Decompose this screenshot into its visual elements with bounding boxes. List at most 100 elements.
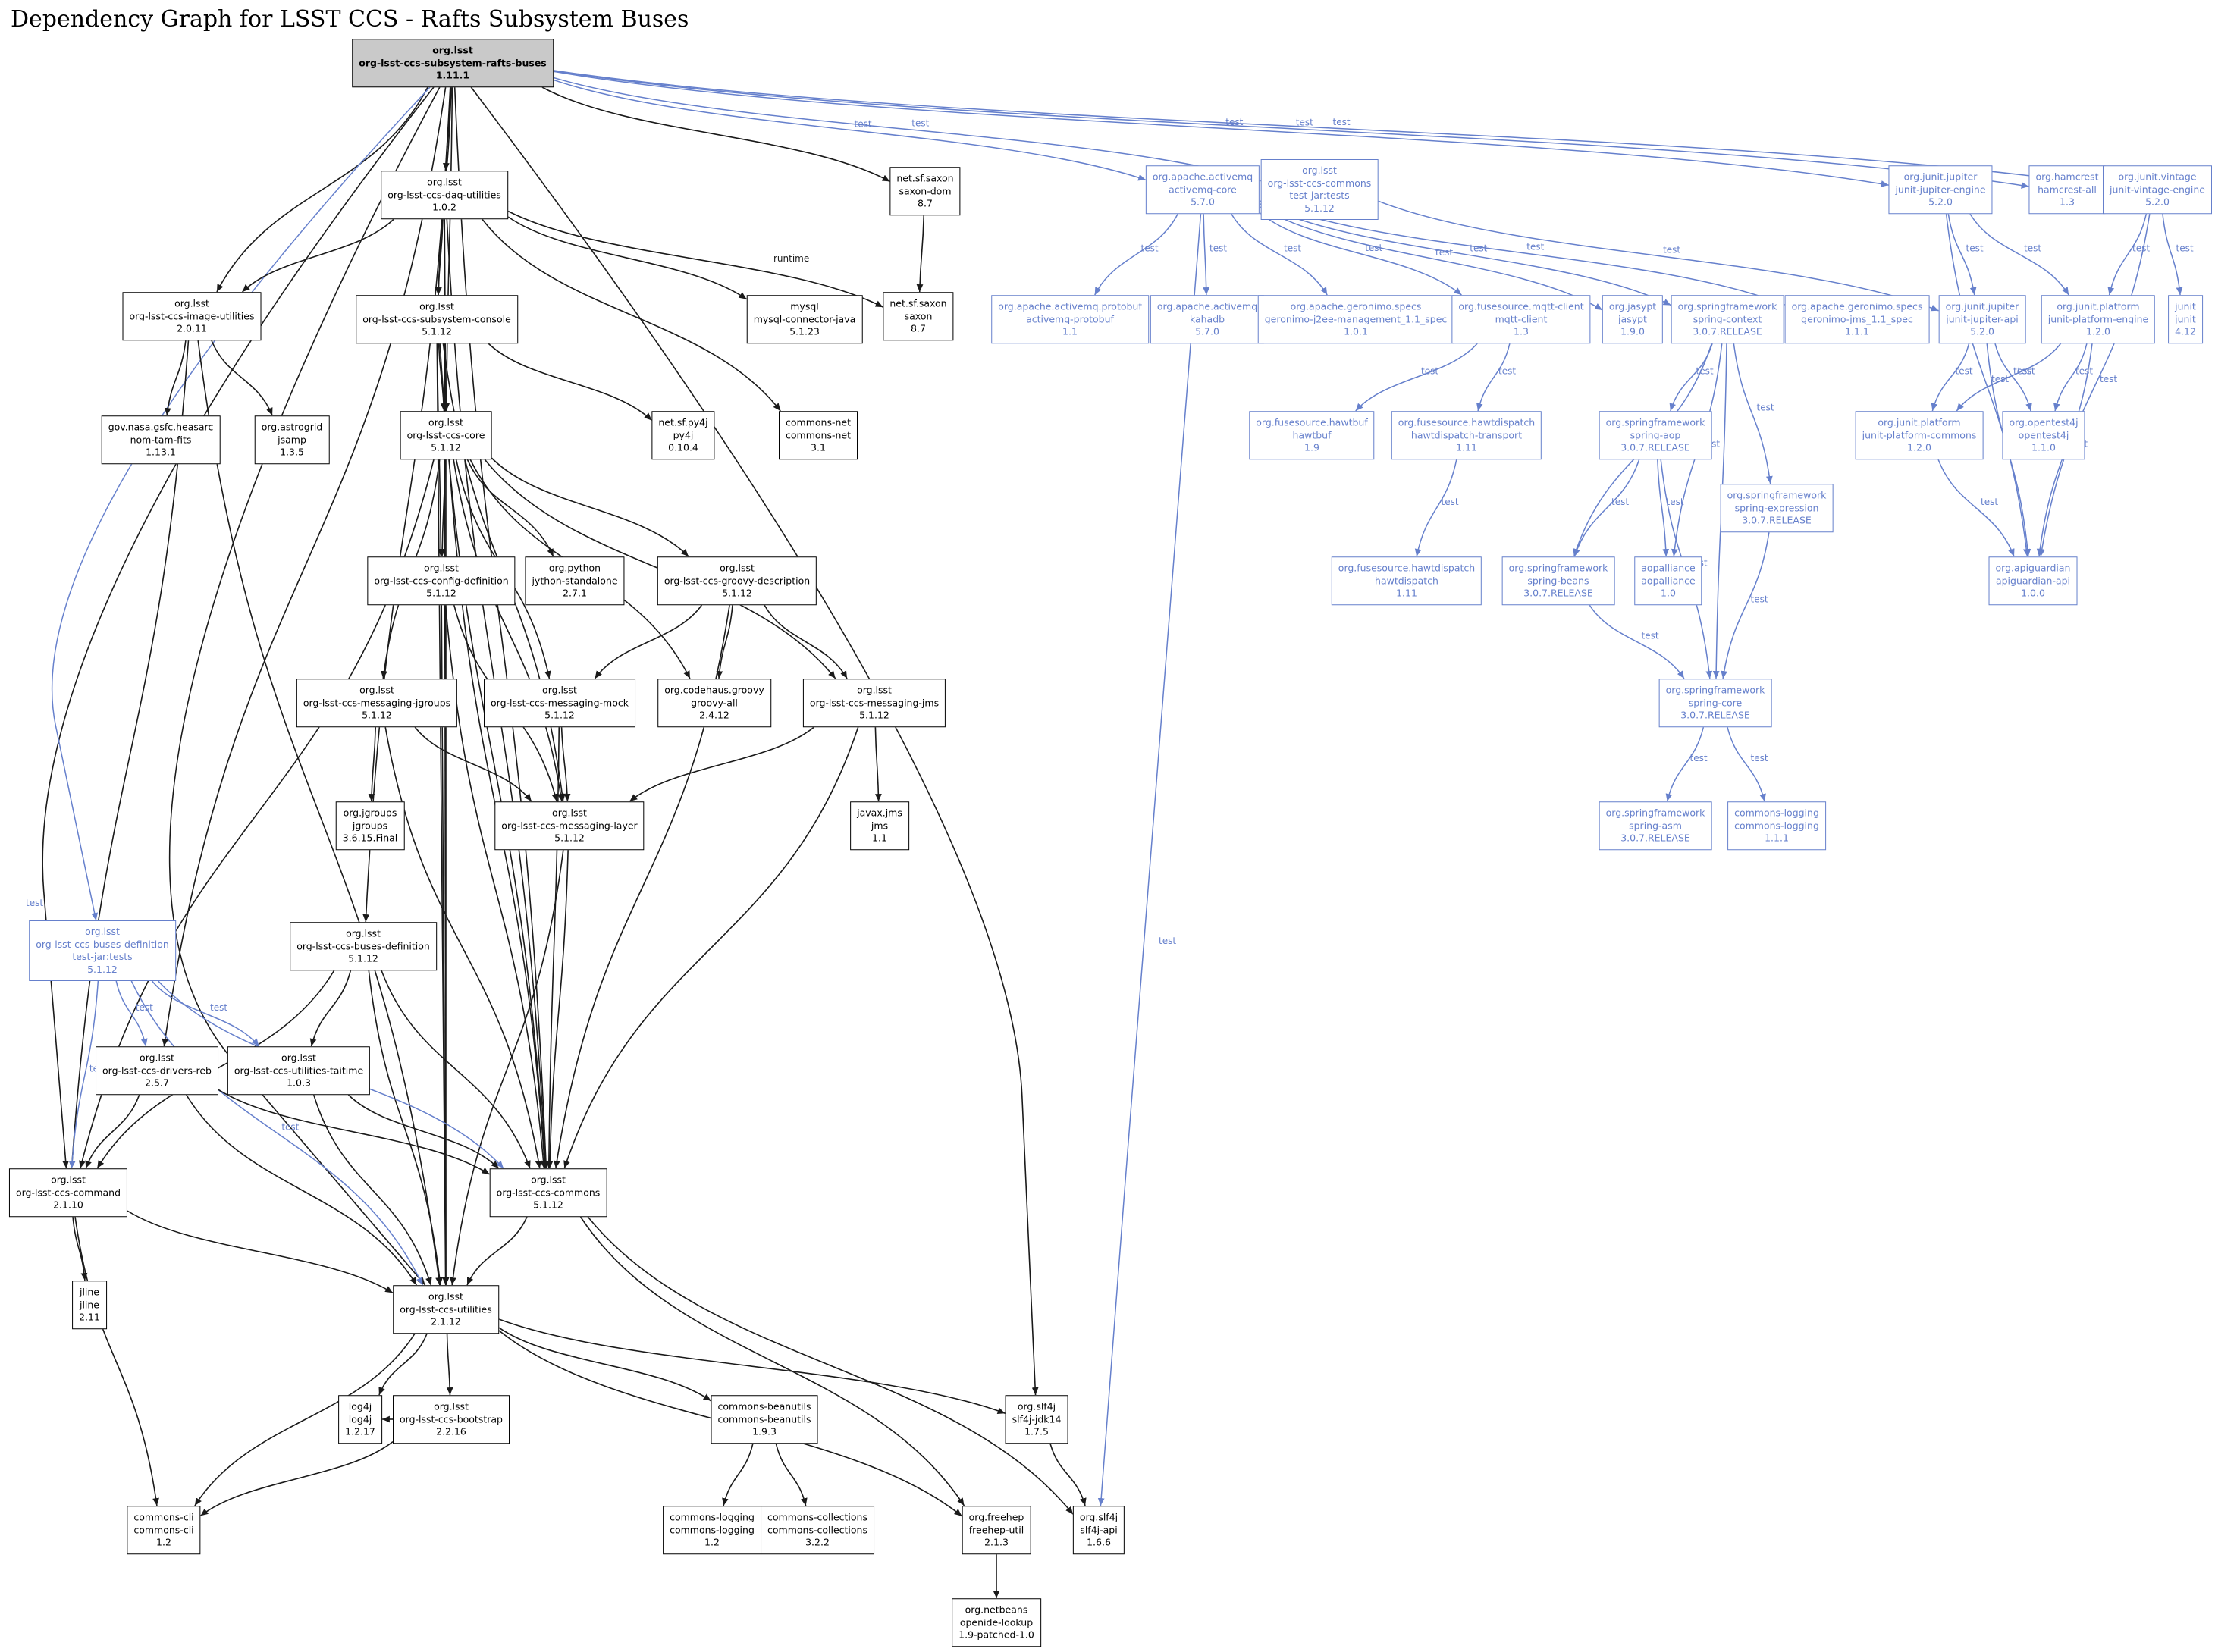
node-label-line: 1.2: [704, 1536, 720, 1548]
node-label-line: 8.7: [911, 322, 926, 334]
edge-amqcore-jasypt: [1259, 205, 1603, 311]
node-label-line: jms: [871, 819, 889, 831]
node-label-line: net.sf.saxon: [889, 297, 947, 309]
edge-label-jje-jpe: test: [2024, 243, 2041, 254]
node-label-line: org.slf4j: [1017, 1400, 1056, 1412]
node-label-line: org.lsst: [419, 300, 454, 312]
node-label-line: org.fusesource.hawtdispatch: [1338, 562, 1476, 574]
edge-mqtt-hdtransport: [1476, 343, 1511, 412]
node-label-line: 5.1.12: [348, 952, 378, 964]
node-label-line: org-lsst-ccs-groovy-description: [664, 574, 811, 586]
node-label-line: org.fusesource.mqtt-client: [1458, 300, 1584, 312]
node-label-line: junit: [2175, 312, 2196, 324]
edge-mmock-mlayer: [560, 726, 571, 802]
node-label-line: 1.0.3: [287, 1077, 311, 1089]
edge-imgutil-utilities: [197, 340, 442, 1286]
edge-command-cli: [74, 1216, 159, 1506]
edge-label-springbeans-springcore: test: [1642, 631, 1659, 641]
node-label-line: 1.2.17: [345, 1425, 375, 1437]
edge-groovydesc-groovyall: [716, 604, 733, 679]
node-label-line: net.sf.py4j: [658, 416, 708, 428]
node-label-line: opentest4j: [2018, 428, 2069, 440]
node-label-line: org.apache.geronimo.specs: [1290, 300, 1422, 312]
edge-utilities-beanutils: [498, 1327, 711, 1402]
edge-rafts-reb: [162, 86, 447, 1047]
edge-springcore-springasm: [1665, 726, 1705, 802]
node-label-line: 1.9: [1304, 441, 1319, 453]
node-label-line: org-lsst-ccs-drivers-reb: [102, 1064, 212, 1076]
node-label-line: org.netbeans: [965, 1603, 1028, 1616]
node-label-line: 2.1.12: [431, 1315, 461, 1328]
node-label-line: 8.7: [918, 197, 933, 209]
node-label-line: org-lsst-ccs-subsystem-console: [362, 312, 511, 324]
node-label-line: 5.7.0: [1191, 196, 1215, 208]
edge-imgutil-jsamp: [211, 340, 273, 416]
node-label-line: commons-logging: [670, 1523, 755, 1535]
edge-amqcore-amqproto: [1094, 213, 1178, 296]
edge-saxondom-saxon: [916, 215, 925, 293]
edge-label-busdeftest-taitime: test: [210, 1002, 227, 1013]
edge-label-jpc-apiguardian: test: [1981, 497, 1998, 507]
edge-label-daq-mysql: runtime: [773, 253, 809, 264]
node-label-line: 1.11.1: [435, 69, 470, 81]
edge-bootstrap-cli: [200, 1441, 394, 1516]
edge-springcore-clog111: [1727, 726, 1766, 802]
edge-mlayer-utilities: [450, 849, 564, 1286]
node-label-line: 1.2: [156, 1536, 171, 1548]
edge-mlayer-commons: [546, 849, 569, 1169]
node-label-line: 4.12: [2175, 325, 2196, 337]
node-label-line: 5.1.12: [87, 963, 118, 975]
node-label-line: org.lsst: [434, 1400, 469, 1412]
node-label-line: geronimo-j2ee-management_1.1_spec: [1264, 312, 1448, 324]
node-label-line: 5.2.0: [2145, 196, 2170, 208]
node-label-line: gov.nasa.gsfc.heasarc: [108, 421, 214, 433]
node-label-line: 5.1.12: [722, 587, 752, 599]
node-label-line: groovy-all: [691, 696, 738, 708]
edge-mjms-mlayer: [629, 726, 815, 802]
node-label-line: org.jgroups: [343, 807, 397, 819]
edge-springbeans-springcore: [1589, 604, 1685, 679]
edge-jje-apiguardian: [1945, 213, 2030, 557]
node-label-line: org.slf4j: [1079, 1511, 1118, 1523]
node-label-line: org-lsst-ccs-daq-utilities: [387, 188, 501, 200]
node-label-line: spring-beans: [1527, 574, 1589, 586]
edge-rafts-core: [443, 86, 453, 412]
edge-label-springaop-springbeans: test: [1611, 497, 1629, 507]
edge-imgutil-command: [68, 340, 190, 1169]
node-label-line: 1.11: [1456, 441, 1477, 453]
edge-label-commonstest-jja: test: [1663, 244, 1680, 255]
node-label-line: 2.0.11: [177, 322, 207, 334]
node-label-line: org.lsst: [428, 416, 463, 428]
edge-groovydesc-mjms: [764, 604, 848, 679]
edge-label-jve-junit4: test: [2176, 243, 2194, 254]
edge-amqcore-gjms: [1259, 200, 1785, 306]
edge-label-springcore-clog111: test: [1751, 753, 1768, 763]
node-label-line: org-lsst-ccs-messaging-layer: [501, 819, 638, 831]
node-label-line: 5.1.12: [422, 325, 452, 337]
edge-label-jje-jja: test: [1966, 243, 1984, 254]
node-label-line: org.fusesource.hawtdispatch: [1398, 416, 1536, 428]
node-label-line: org.junit.jupiter: [1903, 171, 1978, 183]
edge-label-jja-jpc: test: [1956, 366, 1973, 377]
node-label-line: mysql: [790, 300, 819, 312]
edge-utilities-bootstrap: [446, 1333, 453, 1396]
